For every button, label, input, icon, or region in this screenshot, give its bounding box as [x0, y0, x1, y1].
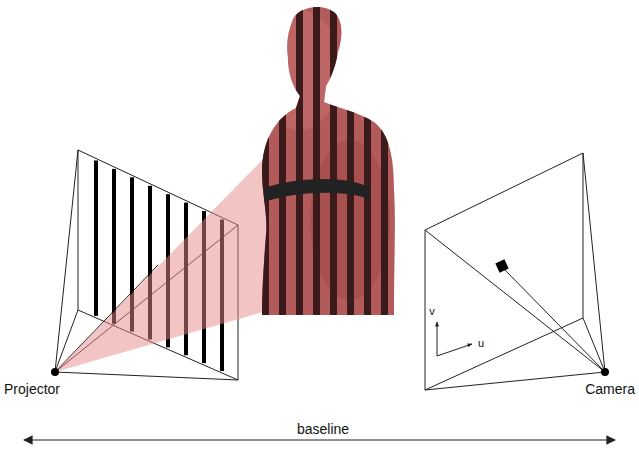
statue [250, 0, 410, 320]
statue-stripe [381, 0, 388, 320]
stripe [112, 169, 116, 324]
dimension-label: baseline [294, 422, 352, 436]
light-fan [55, 150, 272, 372]
baseline-arrow [24, 439, 615, 440]
statue-stripe [330, 0, 337, 320]
statue-stripe [279, 0, 286, 320]
axis-label: u [478, 338, 484, 349]
axis-label: v [429, 306, 435, 317]
projector-center [51, 368, 59, 376]
device-label: Camera [585, 382, 635, 396]
statue-stripe [364, 0, 371, 320]
statue-stripe [398, 0, 405, 320]
statue-stripe [313, 0, 320, 320]
device-label: Projector [4, 382, 60, 396]
camera-center [601, 368, 609, 376]
statue-stripe [262, 0, 269, 320]
pixel [495, 259, 508, 272]
statue-stripe [347, 0, 354, 320]
image-axes [437, 322, 472, 356]
stripe [94, 160, 98, 315]
camera-frustum [425, 153, 605, 390]
statue-stripe [296, 0, 303, 320]
